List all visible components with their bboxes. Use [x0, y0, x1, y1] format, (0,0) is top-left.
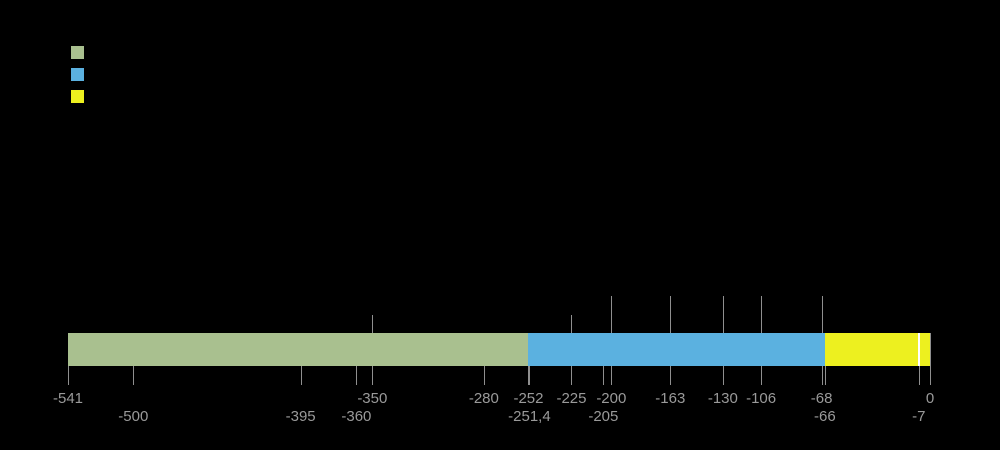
- tick-label: -350: [357, 390, 388, 407]
- tick-label: -252: [513, 390, 544, 407]
- tick-line: [300, 366, 302, 385]
- tick-line: [722, 366, 724, 385]
- tick-label: -541: [52, 390, 84, 407]
- tick-line: [483, 366, 485, 385]
- tick-label: -106: [746, 390, 777, 407]
- tick-line: [529, 366, 531, 385]
- leader-line: [571, 315, 573, 333]
- tick-line: [372, 366, 374, 385]
- bar-segment-3: [824, 333, 930, 366]
- tick-label: -7: [912, 408, 926, 425]
- tick-label: -200: [596, 390, 627, 407]
- leader-line: [372, 315, 374, 333]
- leader-line: [761, 296, 763, 333]
- tick-line: [611, 366, 613, 385]
- tick-label: -66: [813, 408, 836, 425]
- tick-label: -68: [810, 390, 833, 407]
- legend: [71, 46, 84, 112]
- legend-swatch-1: [71, 46, 84, 59]
- legend-swatch-3: [71, 90, 84, 103]
- tick-line: [528, 366, 530, 385]
- tick-line: [571, 366, 573, 385]
- tick-label: -360: [341, 408, 372, 425]
- tick-line: [821, 366, 823, 385]
- tick-line: [824, 366, 826, 385]
- tick-line: [918, 366, 920, 385]
- leader-line: [670, 296, 672, 333]
- tick-line: [133, 366, 135, 385]
- tick-line: [930, 333, 931, 385]
- leader-line: [722, 296, 724, 333]
- tick-label: -130: [707, 390, 738, 407]
- tick-line: [356, 366, 358, 385]
- tick-label: -205: [588, 408, 619, 425]
- tick-line: [603, 366, 605, 385]
- tick-label: -395: [285, 408, 316, 425]
- tick-label: -500: [118, 408, 149, 425]
- tick-line: [761, 366, 763, 385]
- tick-label: -280: [468, 390, 499, 407]
- tick-label: -163: [655, 390, 686, 407]
- tick-line: [670, 366, 672, 385]
- legend-swatch-2: [71, 68, 84, 81]
- tick-label: -225: [556, 390, 587, 407]
- tick-label: -251,4: [508, 408, 551, 425]
- tick-line: [68, 366, 69, 385]
- leader-line: [821, 296, 823, 333]
- tick-label: 0: [925, 390, 935, 407]
- leader-line: [611, 296, 613, 333]
- marker-line: [917, 333, 920, 366]
- bar-segment-1: [68, 333, 529, 366]
- bar-segment-2: [528, 333, 825, 366]
